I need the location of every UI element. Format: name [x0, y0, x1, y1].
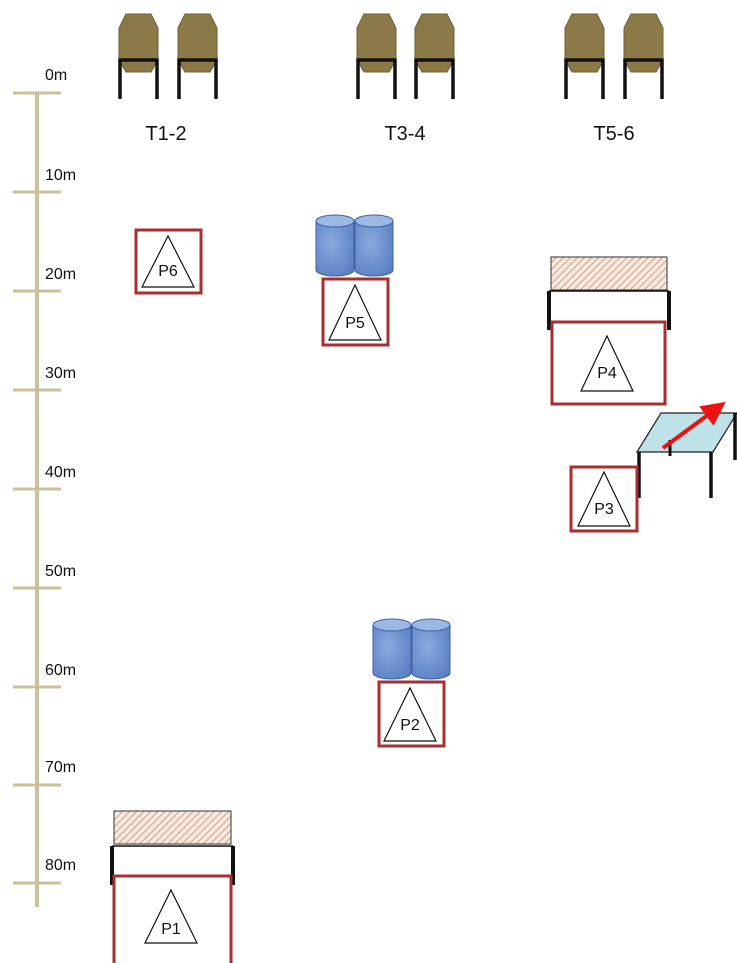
target-label: T1-2 [145, 123, 186, 145]
barrel-icon [315, 214, 355, 277]
barrels-obstacle [372, 618, 451, 680]
scale-label-50: 50m [45, 563, 76, 580]
scale-label-0: 0m [45, 67, 67, 84]
scale-label-40: 40m [45, 464, 76, 481]
scale-label-60: 60m [45, 662, 76, 679]
direction-arrow-icon [661, 401, 726, 450]
scale-label-10: 10m [45, 167, 76, 184]
position-label: P6 [158, 263, 178, 280]
position-p6: P6 [134, 228, 203, 295]
barrel-icon [372, 618, 412, 680]
position-label: P5 [345, 315, 365, 332]
triangle-marker-icon [383, 686, 437, 742]
target-group-t3-4: T3-4 [356, 13, 455, 145]
scale-label-20: 20m [45, 266, 76, 283]
low-wall-obstacle [547, 256, 671, 330]
target-icon [414, 13, 455, 99]
position-p2: P2 [377, 680, 446, 748]
target-icon [623, 13, 664, 99]
position-label: P4 [597, 365, 617, 382]
low-wall-obstacle [110, 810, 235, 885]
distance-scale: 0m 10m 20m 30m 40m 50m 60m 70m 80m [13, 67, 76, 907]
triangle-marker-icon [328, 283, 382, 341]
position-label: P2 [400, 717, 420, 734]
triangle-marker-icon [141, 234, 195, 288]
position-p3: P3 [569, 465, 639, 533]
wall-hatched-top [113, 810, 232, 845]
triangle-marker-icon [580, 334, 634, 392]
target-label: T5-6 [593, 123, 634, 145]
position-label: P1 [161, 921, 181, 938]
position-label: P3 [594, 501, 614, 518]
wall-hatched-top [550, 256, 668, 291]
barrel-icon [411, 618, 451, 680]
table-obstacle [635, 401, 737, 498]
scale-label-80: 80m [45, 857, 76, 874]
position-p1: P1 [112, 874, 233, 963]
target-icon [177, 13, 218, 99]
barrel-icon [354, 214, 394, 277]
target-group-t5-6: T5-6 [564, 13, 664, 145]
target-group-t1-2: T1-2 [118, 13, 218, 145]
position-p4: P4 [550, 320, 667, 406]
target-icon [356, 13, 397, 99]
triangle-marker-icon [144, 888, 198, 944]
barrels-obstacle [315, 214, 394, 277]
scale-label-30: 30m [45, 365, 76, 382]
target-icon [564, 13, 605, 99]
position-p5: P5 [321, 277, 390, 347]
target-label: T3-4 [384, 123, 425, 145]
triangle-marker-icon [577, 470, 631, 527]
scale-label-70: 70m [45, 759, 76, 776]
target-icon [118, 13, 159, 99]
